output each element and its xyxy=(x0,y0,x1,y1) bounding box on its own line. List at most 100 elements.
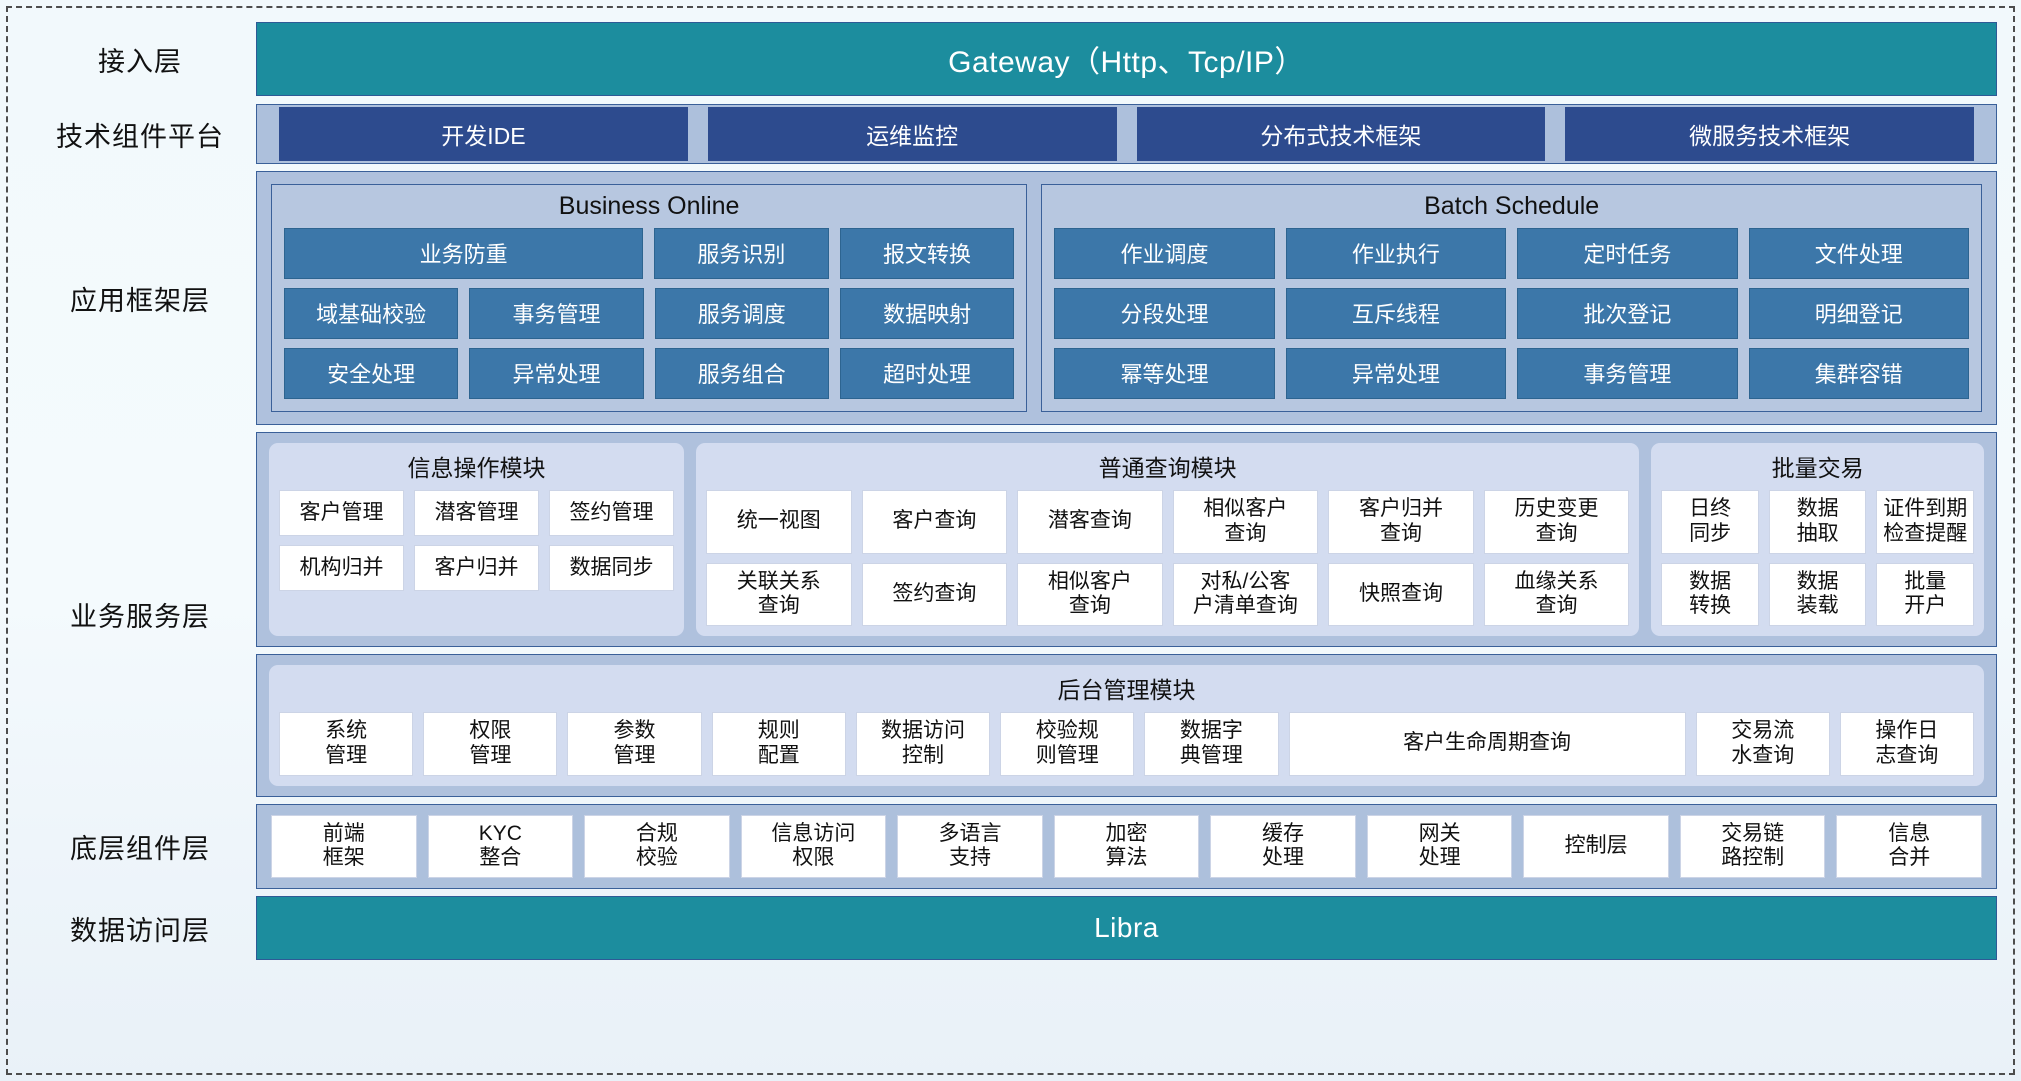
chip-history-change-query[interactable]: 历史变更 查询 xyxy=(1483,490,1630,554)
chip-kinship-relation-query[interactable]: 血缘关系 查询 xyxy=(1483,562,1630,627)
chip-file-processing[interactable]: 文件处理 xyxy=(1748,228,1969,279)
group-rows-business-online: 业务防重 服务识别 报文转换 域基础校验 事务管理 服务调度 数据映射 xyxy=(284,228,1015,399)
chip-contract-management[interactable]: 签约管理 xyxy=(549,490,674,536)
tech-chip-distributed-framework[interactable]: 分布式技术框架 xyxy=(1136,107,1546,161)
chip-transaction-chain-control[interactable]: 交易链 路控制 xyxy=(1679,814,1826,879)
chip-system-management[interactable]: 系统 管理 xyxy=(279,712,414,776)
chip-exception-handling-online[interactable]: 异常处理 xyxy=(469,348,644,399)
chip-service-identify[interactable]: 服务识别 xyxy=(654,228,829,279)
layer-access: 接入层 Gateway（Http、Tcp/IP） xyxy=(24,22,1997,96)
chip-customer-query[interactable]: 客户查询 xyxy=(861,490,1008,554)
business-service-row-1: 信息操作模块 客户管理 潜客管理 签约管理 机构归并 客户归并 数据同步 xyxy=(256,432,1997,648)
app-framework-row: 业务防重 服务识别 报文转换 xyxy=(284,228,1015,279)
layer-tech-platform: 技术组件平台 开发IDE 运维监控 分布式技术框架 微服务技术框架 xyxy=(24,104,1997,164)
chip-security-processing[interactable]: 安全处理 xyxy=(284,348,459,399)
chip-data-mapping[interactable]: 数据映射 xyxy=(839,288,1015,339)
chip-similar-customer-query-1[interactable]: 相似客户 查询 xyxy=(1172,490,1319,554)
chip-timeout-handling[interactable]: 超时处理 xyxy=(839,348,1015,399)
chip-document-expiry-reminder[interactable]: 证件到期 检查提醒 xyxy=(1876,490,1974,554)
layer-body-data-access: Libra xyxy=(256,896,1997,961)
layer-label-app-framework: 应用框架层 xyxy=(70,285,210,316)
chip-encryption-algorithm[interactable]: 加密 算法 xyxy=(1053,814,1200,879)
chip-transaction-mgmt-batch[interactable]: 事务管理 xyxy=(1517,348,1738,399)
chip-relationship-query[interactable]: 关联关系 查询 xyxy=(706,562,852,627)
chip-frontend-framework[interactable]: 前端 框架 xyxy=(271,814,417,879)
chip-similar-customer-query-2[interactable]: 相似客户 查询 xyxy=(1017,562,1163,627)
module-row: 系统 管理 权限 管理 参数 管理 规则 配置 数据访问 控制 校验规 则管理 … xyxy=(279,712,1975,776)
chip-data-extraction[interactable]: 数据 抽取 xyxy=(1768,490,1867,554)
chip-timed-task[interactable]: 定时任务 xyxy=(1517,228,1738,279)
chip-service-scheduling[interactable]: 服务调度 xyxy=(654,288,829,339)
chip-control-layer[interactable]: 控制层 xyxy=(1523,814,1669,879)
chip-validation-rule-management[interactable]: 校验规 则管理 xyxy=(1000,712,1135,776)
chip-batch-registration[interactable]: 批次登记 xyxy=(1517,288,1738,339)
chip-permission-management[interactable]: 权限 管理 xyxy=(423,712,558,776)
chip-job-execution[interactable]: 作业执行 xyxy=(1285,228,1507,279)
chip-cluster-fault-tolerance[interactable]: 集群容错 xyxy=(1748,348,1969,399)
tech-chip-ide[interactable]: 开发IDE xyxy=(279,107,688,161)
chip-operation-log-query[interactable]: 操作日 志查询 xyxy=(1839,712,1975,776)
chip-service-composition[interactable]: 服务组合 xyxy=(654,348,829,399)
app-framework-row: 分段处理 互斥线程 批次登记 明细登记 xyxy=(1054,288,1969,339)
chip-customer-management[interactable]: 客户管理 xyxy=(279,490,404,536)
base-components-panel: 前端 框架 KYC 整合 合规 校验 信息访问 权限 多语言 支持 加密 算法 … xyxy=(256,803,1997,890)
chip-mutex-thread[interactable]: 互斥线程 xyxy=(1285,288,1507,339)
chip-transaction-journal-query[interactable]: 交易流 水查询 xyxy=(1695,712,1830,776)
module-batch-transaction: 批量交易 日终 同步 数据 抽取 证件到期 检查提醒 数据 转换 数据 装载 批… xyxy=(1651,443,1984,637)
layer-label-base-components: 底层组件层 xyxy=(70,833,210,864)
gateway-bar[interactable]: Gateway（Http、Tcp/IP） xyxy=(256,22,1997,96)
chip-gateway-processing[interactable]: 网关 处理 xyxy=(1366,814,1513,879)
module-row: 机构归并 客户归并 数据同步 xyxy=(279,545,674,591)
chip-prospect-management[interactable]: 潜客管理 xyxy=(414,490,539,536)
chip-compliance-check[interactable]: 合规 校验 xyxy=(584,814,730,879)
chip-information-merge[interactable]: 信息 合并 xyxy=(1836,814,1983,879)
layer-label-tech-platform: 技术组件平台 xyxy=(56,121,224,152)
layer-label-business-service: 业务服务层 xyxy=(70,601,210,632)
chip-institution-merge[interactable]: 机构归并 xyxy=(279,545,404,591)
chip-exception-handling-batch[interactable]: 异常处理 xyxy=(1285,348,1507,399)
chip-contract-query[interactable]: 签约查询 xyxy=(861,562,1008,627)
module-rows-backoffice-management: 系统 管理 权限 管理 参数 管理 规则 配置 数据访问 控制 校验规 则管理 … xyxy=(279,712,1975,776)
chip-segment-processing[interactable]: 分段处理 xyxy=(1054,288,1275,339)
chip-job-scheduling[interactable]: 作业调度 xyxy=(1054,228,1275,279)
chip-customer-merge-query[interactable]: 客户归并 查询 xyxy=(1328,490,1474,554)
data-access-bar[interactable]: Libra xyxy=(256,896,1997,961)
chip-data-sync[interactable]: 数据同步 xyxy=(549,545,674,591)
chip-detail-registration[interactable]: 明细登记 xyxy=(1748,288,1969,339)
chip-idempotent-processing[interactable]: 幂等处理 xyxy=(1054,348,1275,399)
tech-chip-microservice-framework[interactable]: 微服务技术框架 xyxy=(1565,107,1974,161)
chip-transaction-mgmt-online[interactable]: 事务管理 xyxy=(469,288,644,339)
chip-customer-merge[interactable]: 客户归并 xyxy=(414,545,539,591)
module-row: 关联关系 查询 签约查询 相似客户 查询 对私/公客 户清单查询 快照查询 血缘… xyxy=(706,562,1630,627)
layer-label-access: 接入层 xyxy=(98,46,182,77)
chip-multilanguage-support[interactable]: 多语言 支持 xyxy=(897,814,1043,879)
group-title-batch-schedule: Batch Schedule xyxy=(1424,192,1600,220)
module-rows-batch-transaction: 日终 同步 数据 抽取 证件到期 检查提醒 数据 转换 数据 装载 批量 开户 xyxy=(1661,490,1974,627)
chip-eod-sync[interactable]: 日终 同步 xyxy=(1661,490,1759,554)
chip-unified-view[interactable]: 统一视图 xyxy=(706,490,852,554)
app-framework-row: 幂等处理 异常处理 事务管理 集群容错 xyxy=(1054,348,1969,399)
chip-cache-processing[interactable]: 缓存 处理 xyxy=(1210,814,1356,879)
chip-rule-configuration[interactable]: 规则 配置 xyxy=(711,712,846,776)
tech-chip-ops-monitor[interactable]: 运维监控 xyxy=(707,107,1117,161)
chip-data-access-control[interactable]: 数据访问 控制 xyxy=(855,712,991,776)
chip-message-transform[interactable]: 报文转换 xyxy=(839,228,1015,279)
chip-data-conversion[interactable]: 数据 转换 xyxy=(1661,562,1759,627)
chip-prospect-query[interactable]: 潜客查询 xyxy=(1017,490,1163,554)
layer-body-business-service: 信息操作模块 客户管理 潜客管理 签约管理 机构归并 客户归并 数据同步 xyxy=(256,432,1997,797)
chip-data-loading[interactable]: 数据 装载 xyxy=(1768,562,1867,627)
chip-retail-corporate-customer-list-query[interactable]: 对私/公客 户清单查询 xyxy=(1172,562,1319,627)
chip-data-dictionary-management[interactable]: 数据字 典管理 xyxy=(1144,712,1279,776)
chip-customer-lifecycle-query[interactable]: 客户生命周期查询 xyxy=(1288,712,1686,776)
chip-info-access-permission[interactable]: 信息访问 权限 xyxy=(740,814,887,879)
chip-snapshot-query[interactable]: 快照查询 xyxy=(1328,562,1474,627)
chip-batch-account-opening[interactable]: 批量 开户 xyxy=(1876,562,1974,627)
chip-kyc-integration[interactable]: KYC 整合 xyxy=(427,814,574,879)
layer-app-framework: 应用框架层 Business Online 业务防重 服务识别 报文转换 xyxy=(24,171,1997,425)
chip-business-dedupe[interactable]: 业务防重 xyxy=(284,228,644,279)
chip-parameter-management[interactable]: 参数 管理 xyxy=(567,712,702,776)
chip-domain-validation[interactable]: 域基础校验 xyxy=(284,288,459,339)
tech-platform-panel: 开发IDE 运维监控 分布式技术框架 微服务技术框架 xyxy=(256,104,1997,164)
group-batch-schedule: Batch Schedule 作业调度 作业执行 定时任务 文件处理 分段处理 … xyxy=(1041,184,1982,412)
